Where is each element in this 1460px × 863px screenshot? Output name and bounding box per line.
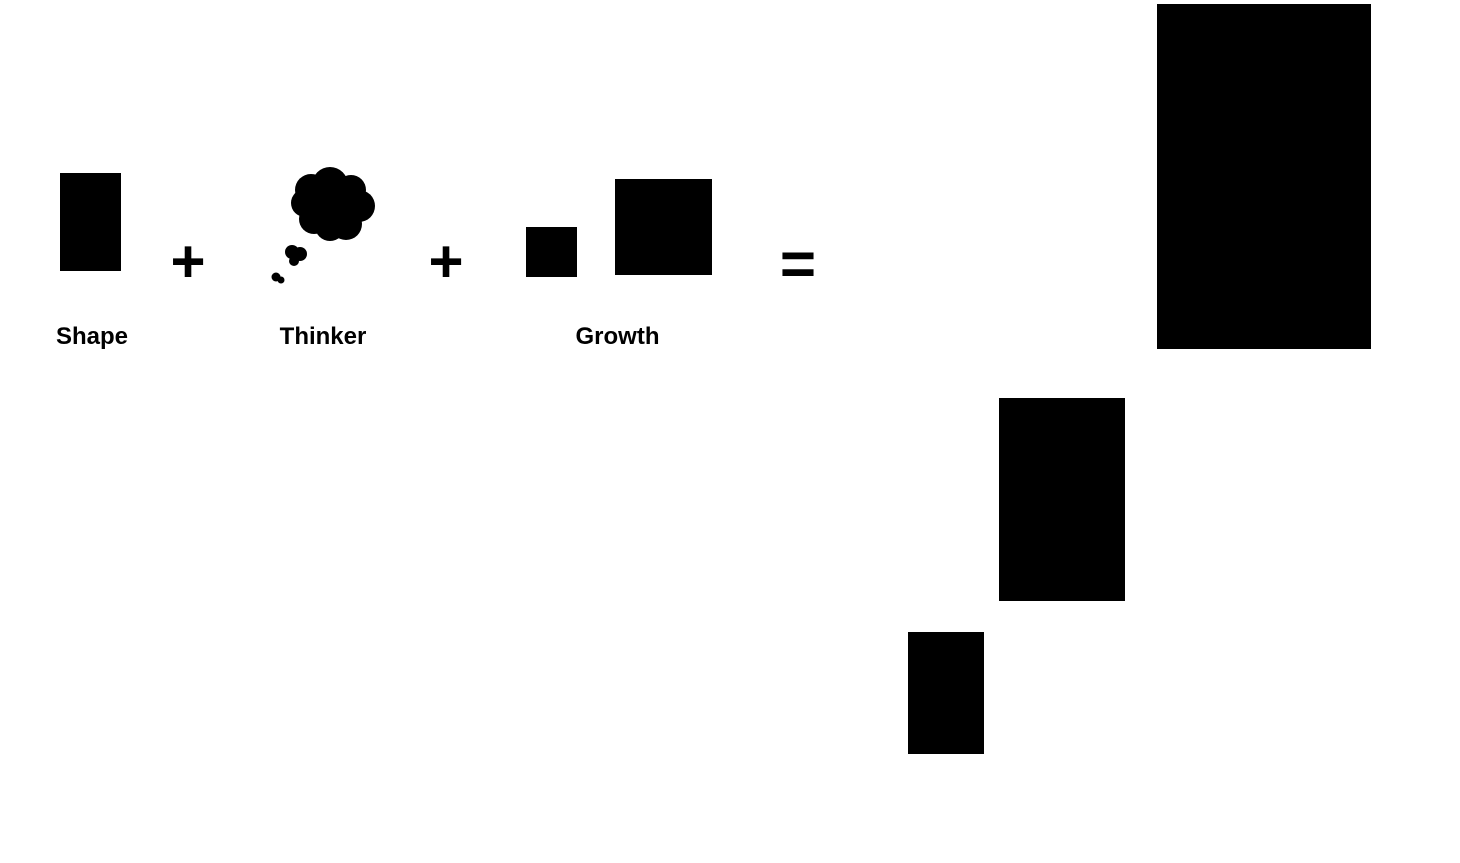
plus-operator-2: + <box>428 228 464 295</box>
shape-rectangle <box>60 173 121 271</box>
result-block-large <box>1157 4 1371 349</box>
shape-label: Shape <box>55 323 129 350</box>
growth-small-square <box>526 227 577 277</box>
growth-large-square <box>615 179 712 275</box>
plus-operator-1: + <box>170 228 206 295</box>
result-block-medium <box>999 398 1125 601</box>
growth-label: Growth <box>575 323 660 350</box>
equals-operator: = <box>779 230 817 299</box>
thinker-label: Thinker <box>279 323 367 350</box>
thought-bubble-icon <box>271 167 375 284</box>
result-block-small <box>908 632 984 754</box>
